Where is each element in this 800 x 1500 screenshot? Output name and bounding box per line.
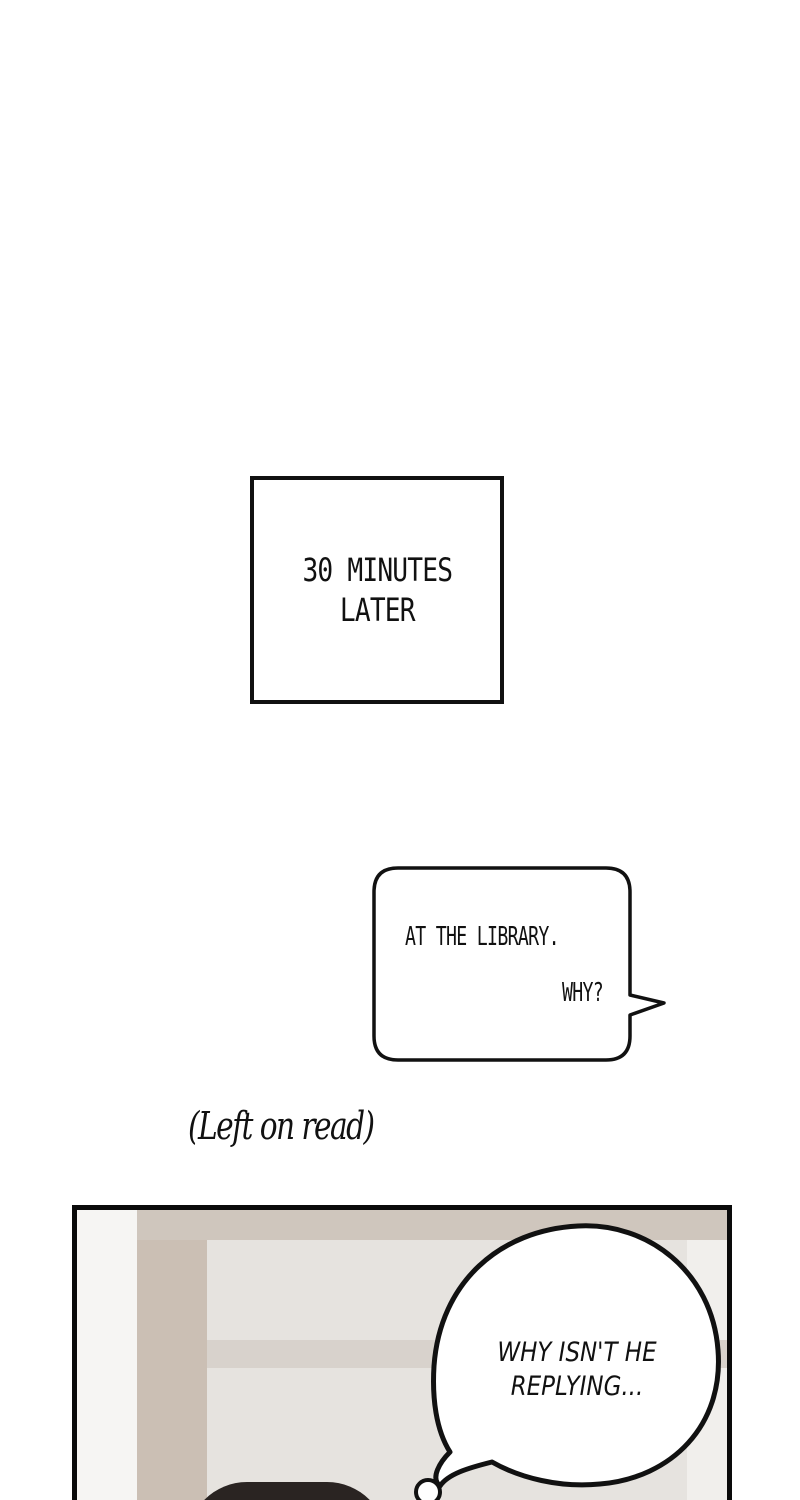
panel-wall	[77, 1210, 137, 1500]
character-hair	[187, 1482, 387, 1500]
panel-window-frame	[137, 1210, 207, 1500]
message-line-library: AT THE LIBRARY.	[405, 922, 560, 952]
left-on-read-note: (Left on read)	[188, 1104, 375, 1148]
thought-text: WHY ISN'T HE REPLYING...	[497, 1337, 657, 1402]
time-caption-text: 30 MINUTES LATER	[302, 551, 453, 629]
message-bubble-outline	[372, 866, 666, 1062]
time-caption-box: 30 MINUTES LATER	[250, 476, 504, 704]
message-line-why: WHY?	[562, 978, 604, 1008]
